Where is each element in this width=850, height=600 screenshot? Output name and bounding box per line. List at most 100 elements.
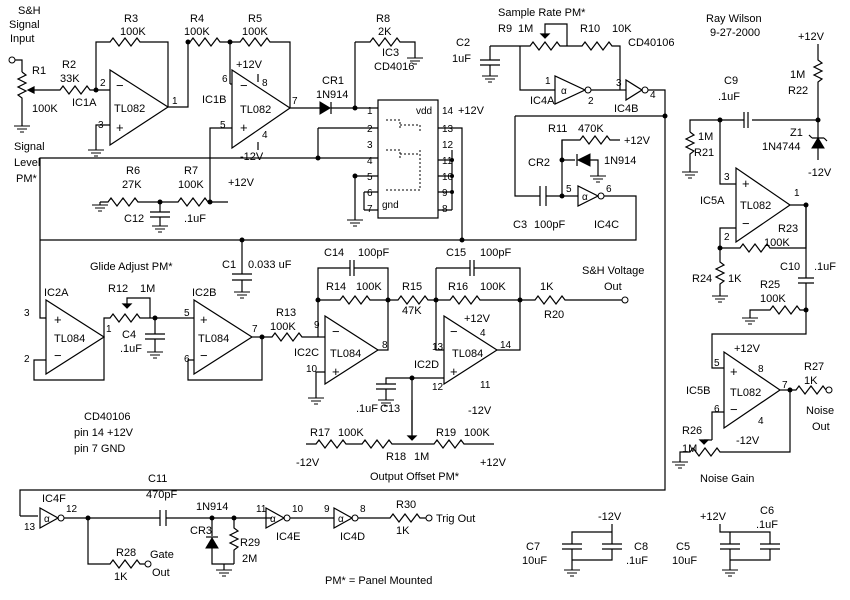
svg-text:IC2C: IC2C	[294, 347, 319, 359]
svg-text:6: 6	[184, 354, 190, 365]
svg-text:R21: R21	[694, 147, 714, 159]
svg-text:CD40106: CD40106	[628, 37, 674, 49]
svg-text:Z1: Z1	[790, 127, 803, 139]
svg-text:1N4744: 1N4744	[762, 141, 801, 153]
svg-text:Signal: Signal	[9, 19, 40, 31]
svg-text:3: 3	[616, 78, 622, 89]
svg-text:CR3: CR3	[190, 525, 212, 537]
svg-text:pin 7 GND: pin 7 GND	[74, 443, 125, 455]
svg-text:IC2B: IC2B	[192, 287, 216, 299]
svg-text:R5: R5	[248, 13, 262, 25]
svg-text:.1uF: .1uF	[356, 403, 378, 415]
svg-text:IC2D: IC2D	[414, 359, 439, 371]
svg-text:-12V: -12V	[598, 511, 622, 523]
svg-text:R13: R13	[276, 307, 296, 319]
svg-text:8: 8	[262, 78, 268, 89]
ic1a-opamp: − + TL082 IC1A 2 3 1 R3 100K	[72, 13, 178, 157]
ic2c-ic2d-output-amp: R13 100K − + TL084 IC2C 9 10 8 C14 100pF…	[262, 247, 644, 440]
svg-text:+12V: +12V	[734, 343, 761, 355]
svg-text:100K: 100K	[338, 427, 364, 439]
svg-text:C15: C15	[446, 247, 466, 259]
svg-text:5: 5	[566, 184, 572, 195]
svg-text:IC4E: IC4E	[276, 531, 300, 543]
svg-text:5: 5	[220, 120, 226, 131]
svg-text:-12V: -12V	[736, 435, 760, 447]
svg-text:100pF: 100pF	[358, 247, 389, 259]
svg-text:10uF: 10uF	[672, 555, 697, 567]
svg-text:α: α	[561, 86, 567, 97]
svg-text:α: α	[582, 192, 588, 203]
svg-text:2: 2	[100, 78, 106, 89]
svg-text:3: 3	[367, 140, 373, 151]
svg-text:R24: R24	[692, 273, 712, 285]
svg-text:.1uF: .1uF	[756, 519, 778, 531]
svg-text:1: 1	[367, 106, 373, 117]
sample-rate-oscillator: Sample Rate PM* R9 1M R10 10K CD40106 C2…	[452, 7, 674, 119]
svg-text:−: −	[54, 348, 62, 363]
pm-legend: PM* = Panel Mounted	[325, 575, 432, 587]
svg-text:−: −	[332, 324, 340, 339]
svg-text:R27: R27	[804, 361, 824, 373]
svg-text:R14: R14	[326, 281, 346, 293]
svg-text:PM*: PM*	[16, 173, 38, 185]
svg-text:IC3: IC3	[382, 47, 399, 59]
header-sh-title: S&H Signal Input	[9, 5, 41, 45]
svg-text:α: α	[270, 514, 276, 525]
svg-text:100K: 100K	[464, 427, 490, 439]
svg-text:12: 12	[432, 382, 444, 393]
svg-text:11: 11	[480, 380, 491, 391]
svg-text:IC2A: IC2A	[44, 287, 69, 299]
svg-text:+: +	[240, 120, 248, 135]
svg-text:100K: 100K	[356, 281, 382, 293]
svg-text:.1uF: .1uF	[718, 91, 740, 103]
ic1b-opamp: − + TL082 IC1B 6 5 8 4 7 +12V -12V R4 10…	[168, 13, 298, 180]
svg-text:R29: R29	[240, 537, 260, 549]
svg-text:100K: 100K	[764, 237, 790, 249]
svg-text:1M: 1M	[790, 69, 805, 81]
svg-text:Noise: Noise	[806, 405, 834, 417]
svg-text:TL082: TL082	[740, 200, 771, 212]
svg-text:+: +	[200, 312, 208, 327]
svg-text:C8: C8	[634, 541, 648, 553]
svg-text:TL084: TL084	[198, 333, 229, 345]
decoupling-caps: -12V C7 10uF C8 .1uF +12V C5 10uF C6 .1u…	[522, 505, 780, 577]
svg-text:IC5B: IC5B	[686, 385, 710, 397]
svg-text:R6: R6	[126, 165, 140, 177]
svg-text:R12: R12	[108, 283, 128, 295]
trigger-pulse-network: α 5 6 IC4C R11 470K +12V CR2 1N914 C3 10…	[459, 115, 665, 243]
svg-text:8: 8	[758, 364, 764, 375]
svg-text:10: 10	[442, 172, 454, 183]
svg-text:R30: R30	[396, 499, 416, 511]
r2-value: 33K	[60, 73, 80, 85]
ic2a-buffer: + − TL084 IC2A 3 2 1	[24, 239, 462, 381]
svg-text:3: 3	[24, 308, 30, 319]
svg-text:100K: 100K	[760, 293, 786, 305]
svg-text:IC5A: IC5A	[700, 195, 725, 207]
svg-text:1M: 1M	[518, 23, 533, 35]
svg-text:R20: R20	[544, 309, 564, 321]
svg-text:Out: Out	[152, 567, 170, 579]
author-block: Ray Wilson 9-27-2000	[706, 13, 762, 39]
svg-text:11: 11	[442, 156, 453, 167]
svg-text:100pF: 100pF	[480, 247, 511, 259]
svg-text:+12V: +12V	[236, 59, 263, 71]
svg-text:CR2: CR2	[528, 157, 550, 169]
svg-text:R15: R15	[402, 281, 422, 293]
r1-label: R1	[32, 65, 46, 77]
svg-text:100K: 100K	[242, 26, 268, 38]
svg-text:R17: R17	[310, 427, 330, 439]
svg-text:Noise Gain: Noise Gain	[700, 473, 754, 485]
svg-text:-12V: -12V	[296, 457, 320, 469]
svg-text:1: 1	[106, 324, 112, 335]
cr1-diode: CR1 1N914 R8 2K	[290, 13, 424, 115]
svg-text:Gate: Gate	[150, 549, 174, 561]
svg-text:1: 1	[794, 188, 800, 199]
svg-text:TL082: TL082	[114, 103, 145, 115]
svg-text:8: 8	[360, 504, 366, 515]
svg-text:13: 13	[24, 522, 36, 533]
svg-text:100K: 100K	[120, 26, 146, 38]
svg-text:-12V: -12V	[808, 167, 832, 179]
svg-text:470K: 470K	[578, 123, 604, 135]
svg-text:IC4C: IC4C	[594, 219, 619, 231]
